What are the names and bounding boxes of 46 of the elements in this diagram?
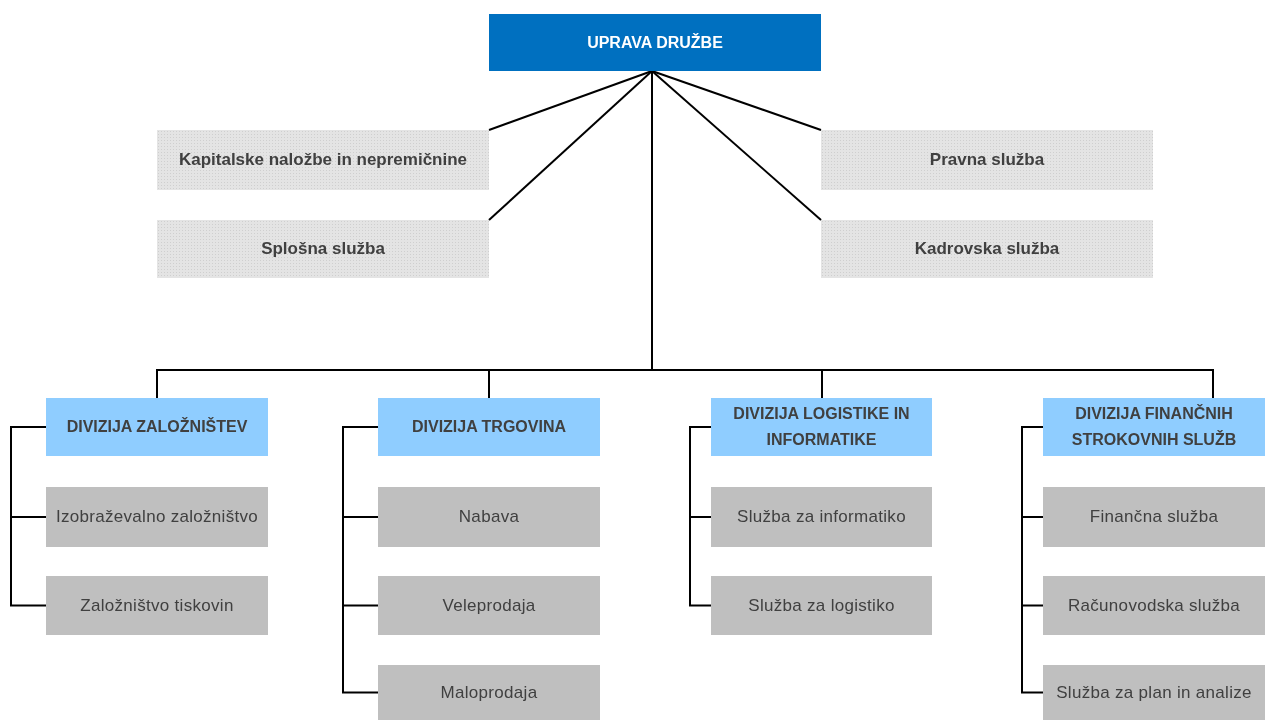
department-box xyxy=(711,576,932,635)
box-label: Maloprodaja xyxy=(440,681,538,704)
division-box xyxy=(378,398,600,456)
connector-line xyxy=(1021,426,1044,694)
box-label: Pravna služba xyxy=(929,149,1045,172)
box-label: DIVIZIJA LOGISTIKE IN INFORMATIKE xyxy=(732,404,911,450)
department-box xyxy=(378,576,600,635)
staff-service-box xyxy=(821,220,1153,278)
department-box xyxy=(378,665,600,720)
department-box xyxy=(1043,487,1265,547)
division-box xyxy=(1043,398,1265,456)
division-box xyxy=(46,398,268,456)
management-box xyxy=(489,14,821,71)
box-label: UPRAVA DRUŽBE xyxy=(587,32,723,53)
department-box xyxy=(1043,576,1265,635)
box-label: Kadrovska služba xyxy=(914,238,1060,261)
connector-line xyxy=(342,426,379,694)
division-box xyxy=(711,398,932,456)
box-label: Računovodska služba xyxy=(1068,594,1240,617)
connector-line xyxy=(651,70,822,221)
box-label: Služba za logistiko xyxy=(748,594,895,617)
box-label: Nabava xyxy=(458,506,520,529)
staff-service-box xyxy=(157,220,489,278)
box-label: Finančna služba xyxy=(1089,506,1219,529)
connector-line xyxy=(10,426,47,607)
staff-service-box xyxy=(821,130,1153,190)
connector-line xyxy=(651,70,822,131)
box-label: Veleprodaja xyxy=(442,594,536,617)
department-box xyxy=(46,576,268,635)
box-label: Splošna služba xyxy=(261,238,385,261)
department-box xyxy=(378,487,600,547)
box-label: Služba za informatiko xyxy=(737,506,906,529)
box-label: Izobraževalno založništvo xyxy=(55,506,259,529)
box-label: DIVIZIJA FINANČNIH STROKOVNIH SLUŽB xyxy=(1070,403,1238,450)
box-label: Služba za plan in analize xyxy=(1056,681,1252,704)
staff-service-box xyxy=(157,130,489,190)
connector-line xyxy=(488,70,653,221)
connector-line xyxy=(488,70,653,131)
box-label: DIVIZIJA TRGOVINA xyxy=(411,417,567,438)
box-label: Založništvo tiskovin xyxy=(80,594,234,617)
box-label: DIVIZIJA ZALOŽNIŠTEV xyxy=(66,416,248,438)
connector-line xyxy=(689,426,712,607)
department-box xyxy=(1043,665,1265,720)
department-box xyxy=(711,487,932,547)
box-label: Kapitalske naložbe in nepremičnine xyxy=(178,149,468,172)
department-box xyxy=(46,487,268,547)
